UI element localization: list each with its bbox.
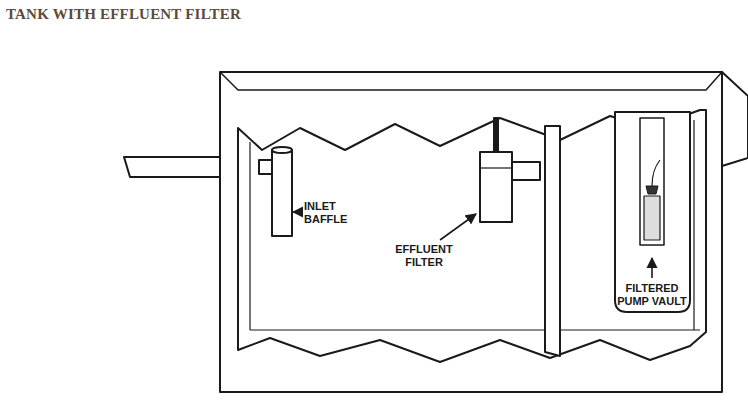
inlet-pipe bbox=[124, 157, 222, 177]
back-wall-edge bbox=[693, 120, 694, 330]
tank-body bbox=[220, 72, 722, 392]
pump-head bbox=[646, 186, 658, 194]
tank-side-face bbox=[722, 72, 748, 166]
effluent-filter bbox=[480, 152, 512, 222]
outlet-pipe bbox=[510, 162, 540, 180]
pump-cord bbox=[652, 160, 660, 186]
filter-handle bbox=[494, 118, 498, 152]
part-label: INLET BAFFLE bbox=[304, 200, 360, 226]
back-wall-edge bbox=[249, 142, 250, 330]
baffle-tee-connector bbox=[259, 160, 272, 174]
baffle-top bbox=[272, 147, 292, 153]
lid-edge bbox=[220, 72, 722, 90]
leader-arrow bbox=[651, 258, 653, 278]
tank-floor-line bbox=[250, 329, 700, 330]
figure-title: TANK WITH EFFLUENT FILTER bbox=[6, 6, 241, 23]
filter-band bbox=[480, 167, 512, 168]
part-label: FILTERED PUMP VAULT bbox=[611, 282, 693, 308]
inlet-baffle bbox=[272, 150, 292, 236]
part-label: EFFLUENT FILTER bbox=[384, 243, 464, 269]
leader-arrow bbox=[440, 214, 476, 240]
leader-arrow bbox=[293, 211, 302, 213]
cutaway-opening bbox=[238, 110, 706, 362]
pump-body bbox=[644, 196, 660, 240]
pump-screen bbox=[640, 118, 664, 245]
divider-wall bbox=[545, 126, 560, 356]
